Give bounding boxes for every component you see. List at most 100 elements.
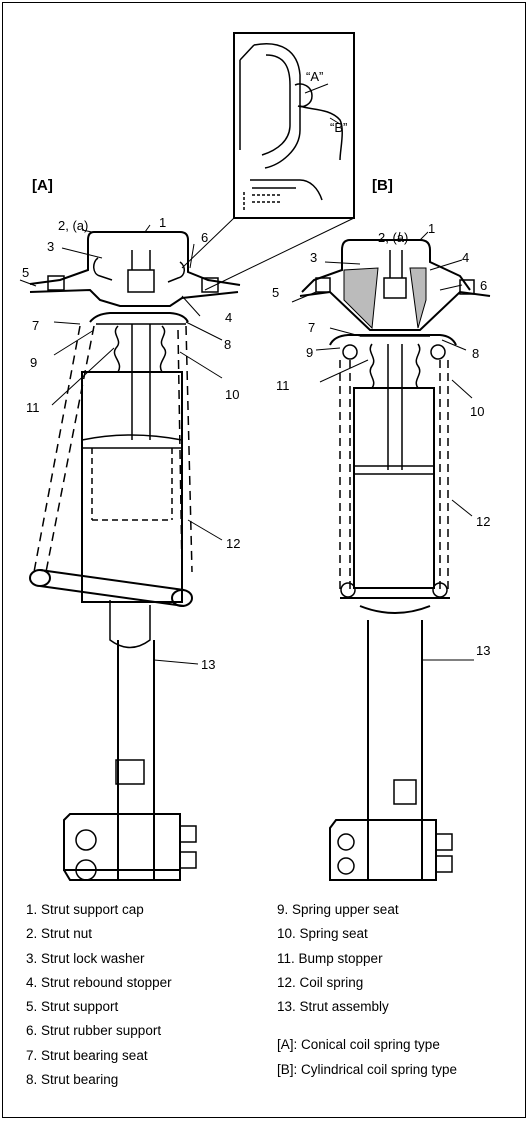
strut-b-cylinder: [353, 387, 435, 589]
callout-a-7: 7: [32, 318, 39, 333]
section-label-b: [B]: [372, 177, 393, 194]
strut-a-right-nut: [201, 277, 219, 293]
callout-a-5: 5: [22, 265, 29, 280]
callout-b-13: 13: [476, 643, 490, 658]
legend-note-b: [B]: Cylindrical coil spring type: [277, 1061, 458, 1077]
legend-item: 4. Strut rebound stopper: [26, 974, 172, 990]
inset-label-b: “B”: [330, 120, 347, 135]
strut-b-seat-lip-right: [430, 344, 446, 360]
strut-a-strut-nut: [127, 269, 155, 293]
legend-item: 7. Strut bearing seat: [26, 1047, 148, 1063]
inset-outline-outer: [253, 43, 301, 169]
legend-item: 11. Bump stopper: [277, 950, 383, 966]
strut-b-rod-top: [389, 250, 403, 278]
callout-b-11: 11: [276, 378, 290, 393]
inset-washer: [243, 192, 280, 212]
legend-left: 1. Strut support cap 2. Strut nut 3. Str…: [26, 898, 172, 1092]
legend-item: 5. Strut support: [26, 999, 119, 1015]
strut-a: [19, 224, 241, 881]
inset-wall: [239, 44, 255, 150]
strut-a-left-nut: [47, 275, 65, 291]
strut-a-support-plate: [29, 288, 239, 307]
callout-a-2: 2, (a): [58, 218, 88, 233]
strut-b-left-nut: [315, 277, 331, 293]
strut-a-rubber: [93, 257, 185, 283]
strut-b-rod: [387, 344, 403, 470]
strut-b-piston: [354, 465, 434, 475]
strut-b-spring-coil-end-left: [340, 582, 356, 598]
legend-item: 6. Strut rubber support: [26, 1023, 162, 1039]
strut-a-upper-seat: [89, 312, 189, 323]
callout-a-9: 9: [30, 355, 37, 370]
strut-a-rod-top: [131, 250, 151, 270]
legend-item: 1. Strut support cap: [26, 902, 144, 917]
strut-a-spring-coil-end: [29, 569, 51, 587]
strut-b-coil-spring: [339, 360, 449, 590]
inset-outline-inner: [261, 54, 291, 156]
callout-b-9: 9: [306, 345, 313, 360]
legend-item: 10. Spring seat: [277, 926, 368, 942]
strut-b-strut-nut: [383, 277, 407, 299]
strut-b-leaders: [291, 231, 474, 661]
callout-a-1: 1: [159, 215, 166, 230]
diagram-labels: “A” “B” [A] 1 2, (a) 3 4 5 6 7 8 9 10 11…: [22, 69, 490, 672]
strut-a-rod: [131, 324, 151, 440]
inset-rubber-body: [299, 105, 343, 161]
inset-detail: [181, 32, 355, 291]
callout-b-4: 4: [462, 250, 469, 265]
callout-b-5: 5: [272, 285, 279, 300]
strut-a-cylinder: [81, 371, 183, 603]
legend-item: 8. Strut bearing: [26, 1072, 119, 1088]
strut-b-spring-seat: [340, 597, 450, 614]
inset-pointer-lines: [181, 217, 355, 291]
strut-a-spring-seat: [39, 569, 185, 607]
inset-bearing: [250, 179, 323, 201]
inset-rubber-lip: [294, 83, 313, 108]
strut-b-tube: [367, 620, 423, 880]
callout-a-12: 12: [226, 536, 240, 551]
legend-spacer: [277, 1019, 457, 1033]
strut-b-bolt-hole-lower: [337, 857, 355, 875]
strut-b-hose-bracket: [393, 779, 417, 805]
strut-a-knuckle-bracket: [63, 813, 181, 881]
strut-b-upper-seat: [329, 334, 457, 346]
strut-b-bump-stopper: [369, 343, 421, 389]
callout-b-7: 7: [308, 320, 315, 335]
callout-a-3: 3: [47, 239, 54, 254]
callout-b-8: 8: [472, 346, 479, 361]
legend-item: 12. Coil spring: [277, 974, 364, 990]
strut-b-right-nut: [459, 279, 475, 295]
legend-right: 9. Spring upper seat 10. Spring seat 11.…: [277, 898, 457, 1082]
callout-b-6: 6: [480, 278, 487, 293]
callout-a-8: 8: [224, 337, 231, 352]
inset-label-a: “A”: [306, 69, 323, 84]
legend-note-a: [A]: Conical coil spring type: [277, 1037, 440, 1053]
strut-a-side-clip: [180, 825, 197, 869]
leader-inset-a: [304, 83, 329, 94]
legend-item: 9. Spring upper seat: [277, 902, 399, 917]
callout-b-2: 2, (a): [378, 230, 408, 245]
strut-b-support-cap: [301, 239, 471, 293]
legend-item: 3. Strut lock washer: [26, 950, 145, 966]
callout-b-1: 1: [428, 221, 435, 236]
strut-b-bolt-hole-upper: [337, 833, 355, 851]
callout-a-13: 13: [201, 657, 215, 672]
strut-a-hose-bracket: [115, 759, 145, 785]
strut-b: [291, 231, 491, 881]
strut-a-bolt-hole-lower: [75, 859, 97, 881]
strut-b-rubber-hatch: [343, 267, 427, 330]
strut-a-bolt-hole-upper: [75, 829, 97, 851]
leader-inset-b: [329, 117, 341, 125]
strut-a-seat-bracket: [109, 600, 151, 649]
strut-a-coil-spring: [33, 325, 193, 573]
section-label-a: [A]: [32, 177, 53, 194]
strut-a-piston: [81, 434, 183, 449]
callout-a-10: 10: [225, 387, 239, 402]
callout-b-3: 3: [310, 250, 317, 265]
callout-a-11: 11: [26, 400, 40, 415]
callout-b-10: 10: [470, 404, 484, 419]
strut-a-support-cap: [29, 231, 241, 286]
legend-item: 2. Strut nut: [26, 926, 93, 942]
